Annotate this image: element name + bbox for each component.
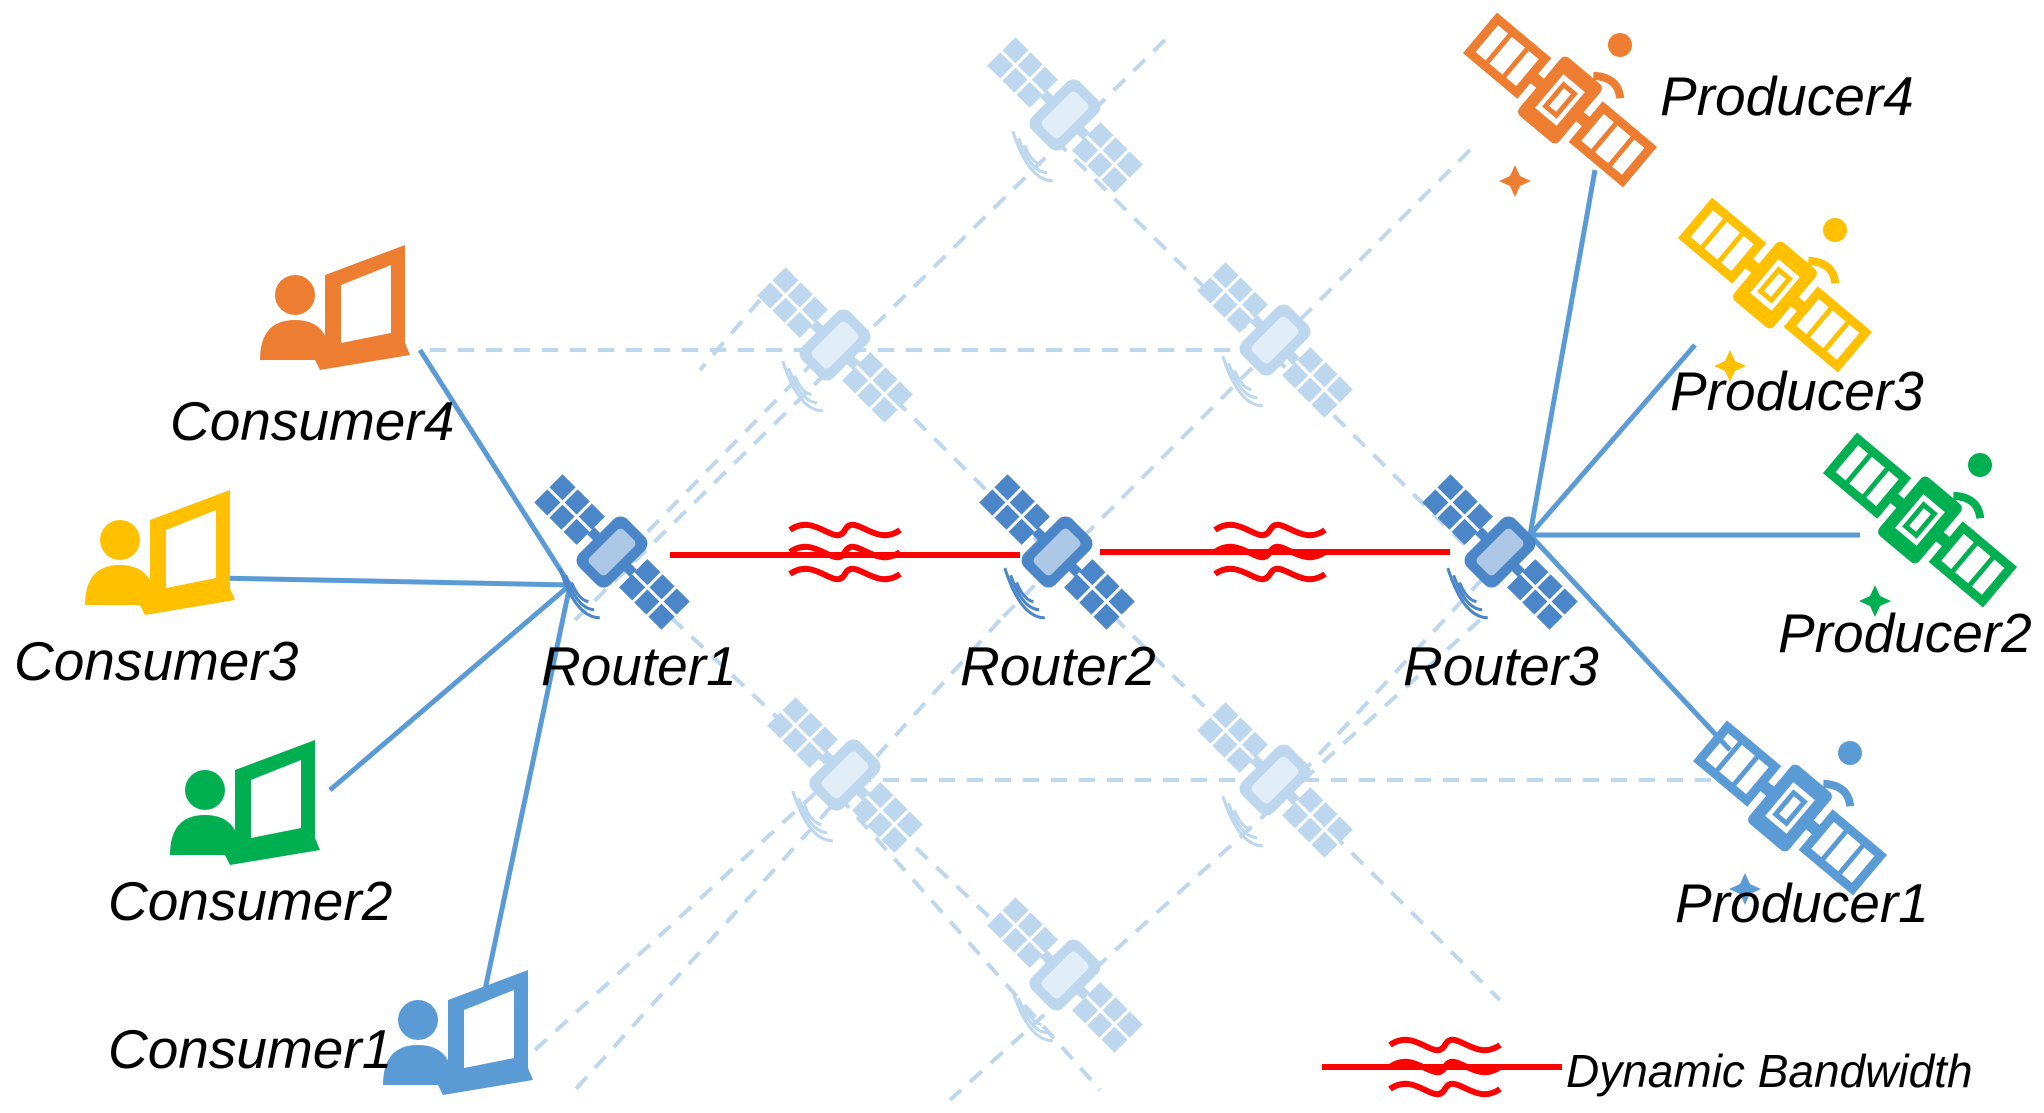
mesh-link: [818, 773, 1102, 1092]
consumer-3-label: Consumer3: [14, 630, 299, 692]
consumer-1-icon: [383, 970, 533, 1095]
producer-2-icon: [1819, 419, 2027, 617]
router-3-label: Router3: [1403, 635, 1599, 697]
producer-link: [1528, 533, 1732, 752]
consumer-1-label: Consumer1: [108, 1018, 392, 1080]
router-2-label: Router2: [960, 635, 1156, 697]
producer-1-label: Producer1: [1675, 872, 1929, 934]
consumer-4-icon: [260, 245, 410, 370]
mesh-link: [618, 338, 837, 562]
router-1-label: Router1: [541, 635, 737, 697]
mesh-link: [698, 298, 762, 372]
consumer-2-label: Consumer2: [108, 870, 392, 932]
consumer-4-label: Consumer4: [170, 390, 454, 452]
legend-wave: [1388, 1080, 1502, 1098]
legend-label: Dynamic Bandwidth: [1566, 1045, 1973, 1097]
bandwidth-wave: [788, 565, 902, 583]
producer-2-label: Producer2: [1778, 602, 2032, 664]
bandwidth-wave: [1213, 565, 1327, 583]
background-satellite-icon: [975, 885, 1155, 1065]
producer-3-icon: [1674, 184, 1882, 382]
bandwidth-wave: [788, 543, 902, 561]
producer-3-label: Producer3: [1670, 360, 1924, 422]
consumer-3-icon: [85, 490, 235, 615]
background-satellite-icon: [745, 255, 925, 435]
mesh-link: [608, 558, 1037, 962]
producer-4-label: Producer4: [1660, 65, 1914, 127]
background-satellite-icon: [975, 25, 1155, 205]
producer-link: [1528, 343, 1697, 537]
mesh-link: [533, 773, 837, 1052]
access-links: [214, 169, 1860, 991]
bandwidth-wave: [788, 521, 902, 539]
legend: Dynamic Bandwidth: [1322, 1036, 1973, 1098]
mesh-link: [1298, 558, 1502, 777]
producer-4-icon: [1459, 0, 1667, 197]
legend-dynamic-bandwidth-mark: [1322, 1036, 1562, 1098]
background-satellite-icon: [755, 685, 935, 865]
consumer-link: [417, 348, 573, 587]
producer-link: [1527, 169, 1598, 536]
legend-wave: [1388, 1058, 1502, 1076]
legend-wave: [1388, 1036, 1502, 1054]
mesh-link: [948, 618, 1482, 1102]
bandwidth-wave: [1213, 543, 1327, 561]
consumer-link: [482, 584, 573, 991]
background-satellite-icon: [1185, 250, 1365, 430]
consumer-link: [328, 583, 572, 792]
mesh-link: [573, 618, 1002, 1092]
consumer-link: [214, 575, 571, 588]
consumer-2-icon: [170, 740, 320, 865]
bandwidth-wave: [1213, 521, 1327, 539]
dynamic-bandwidth-links: [670, 521, 1450, 583]
